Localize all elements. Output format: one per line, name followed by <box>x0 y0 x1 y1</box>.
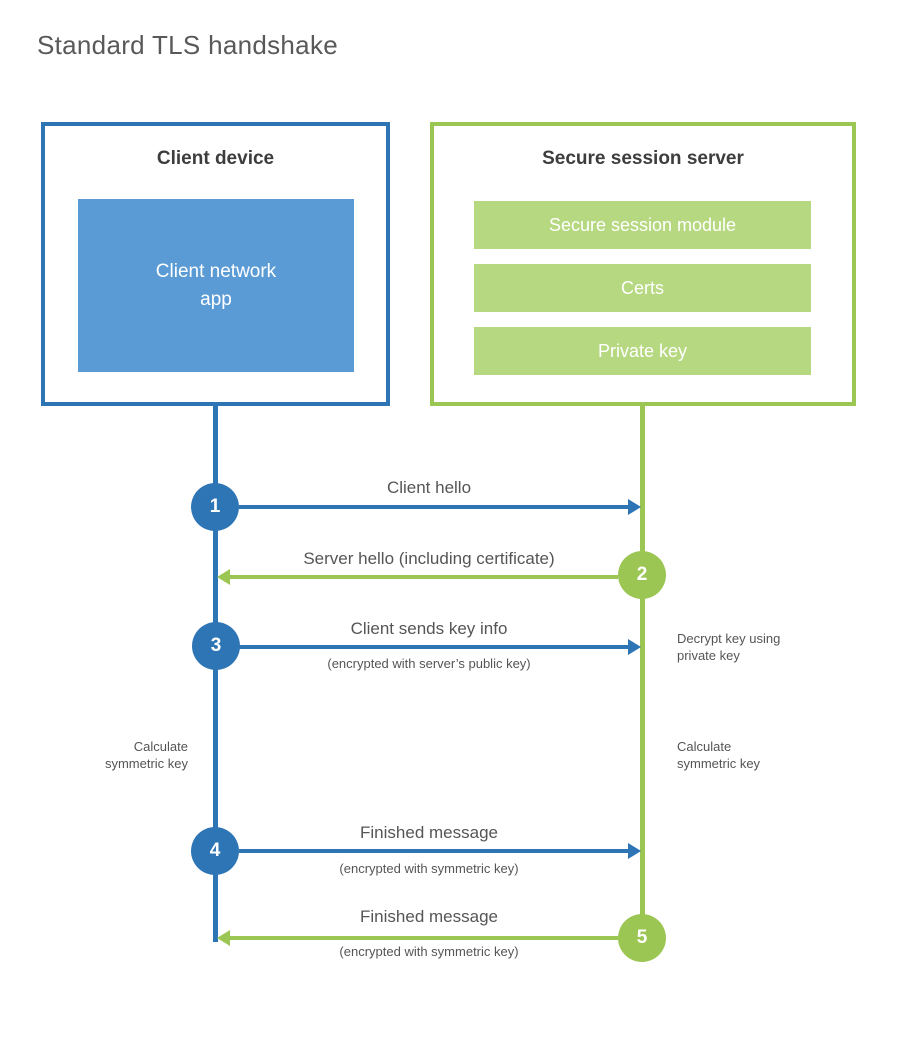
page-title: Standard TLS handshake <box>37 30 339 60</box>
arrowhead-right-icon <box>628 639 641 655</box>
server-module-certs: Certs <box>474 264 811 312</box>
arrowhead-right-icon <box>628 843 641 859</box>
label-server-hello: Server hello (including certificate) <box>303 549 555 568</box>
client-network-app-box: Client network app <box>78 199 354 372</box>
sublabel-finished-server: (encrypted with symmetric key) <box>339 944 519 959</box>
server-module-private-key: Private key <box>474 327 811 375</box>
arrow-finished-client <box>239 843 641 859</box>
secure-session-server-box: Secure session server Secure session mod… <box>430 122 856 406</box>
arrowhead-left-icon <box>217 930 230 946</box>
label-finished-client: Finished message <box>360 823 498 842</box>
step-badge-5: 5 <box>618 914 666 962</box>
client-lifeline <box>213 406 218 942</box>
arrowhead-right-icon <box>628 499 641 515</box>
arrowhead-left-icon <box>217 569 230 585</box>
sublabel-client-key-info: (encrypted with server’s public key) <box>327 656 531 671</box>
sublabel-finished-client: (encrypted with symmetric key) <box>339 861 519 876</box>
label-client-hello: Client hello <box>386 478 472 497</box>
note-calc-symmetric-right: Calculate symmetric key <box>677 739 761 771</box>
client-device-title: Client device <box>156 148 275 169</box>
step-badge-1: 1 <box>191 483 239 531</box>
step-badge-4: 4 <box>191 827 239 875</box>
label-finished-server: Finished message <box>360 907 498 926</box>
arrow-client-key-info <box>239 639 641 655</box>
label-client-key-info: Client sends key info <box>350 619 508 638</box>
server-title: Secure session server <box>542 148 744 169</box>
arrow-server-hello <box>217 569 618 585</box>
step-badge-2: 2 <box>618 551 666 599</box>
note-decrypt-key: Decrypt key using private key <box>677 631 781 663</box>
step-badge-3: 3 <box>192 622 240 670</box>
server-lifeline <box>640 406 645 938</box>
client-device-box: Client device Client network app <box>41 122 390 406</box>
note-calc-symmetric-left: Calculate symmetric key <box>104 739 188 771</box>
arrow-client-hello <box>239 499 641 515</box>
server-module-secure-session: Secure session module <box>474 201 811 249</box>
arrow-finished-server <box>217 930 618 946</box>
